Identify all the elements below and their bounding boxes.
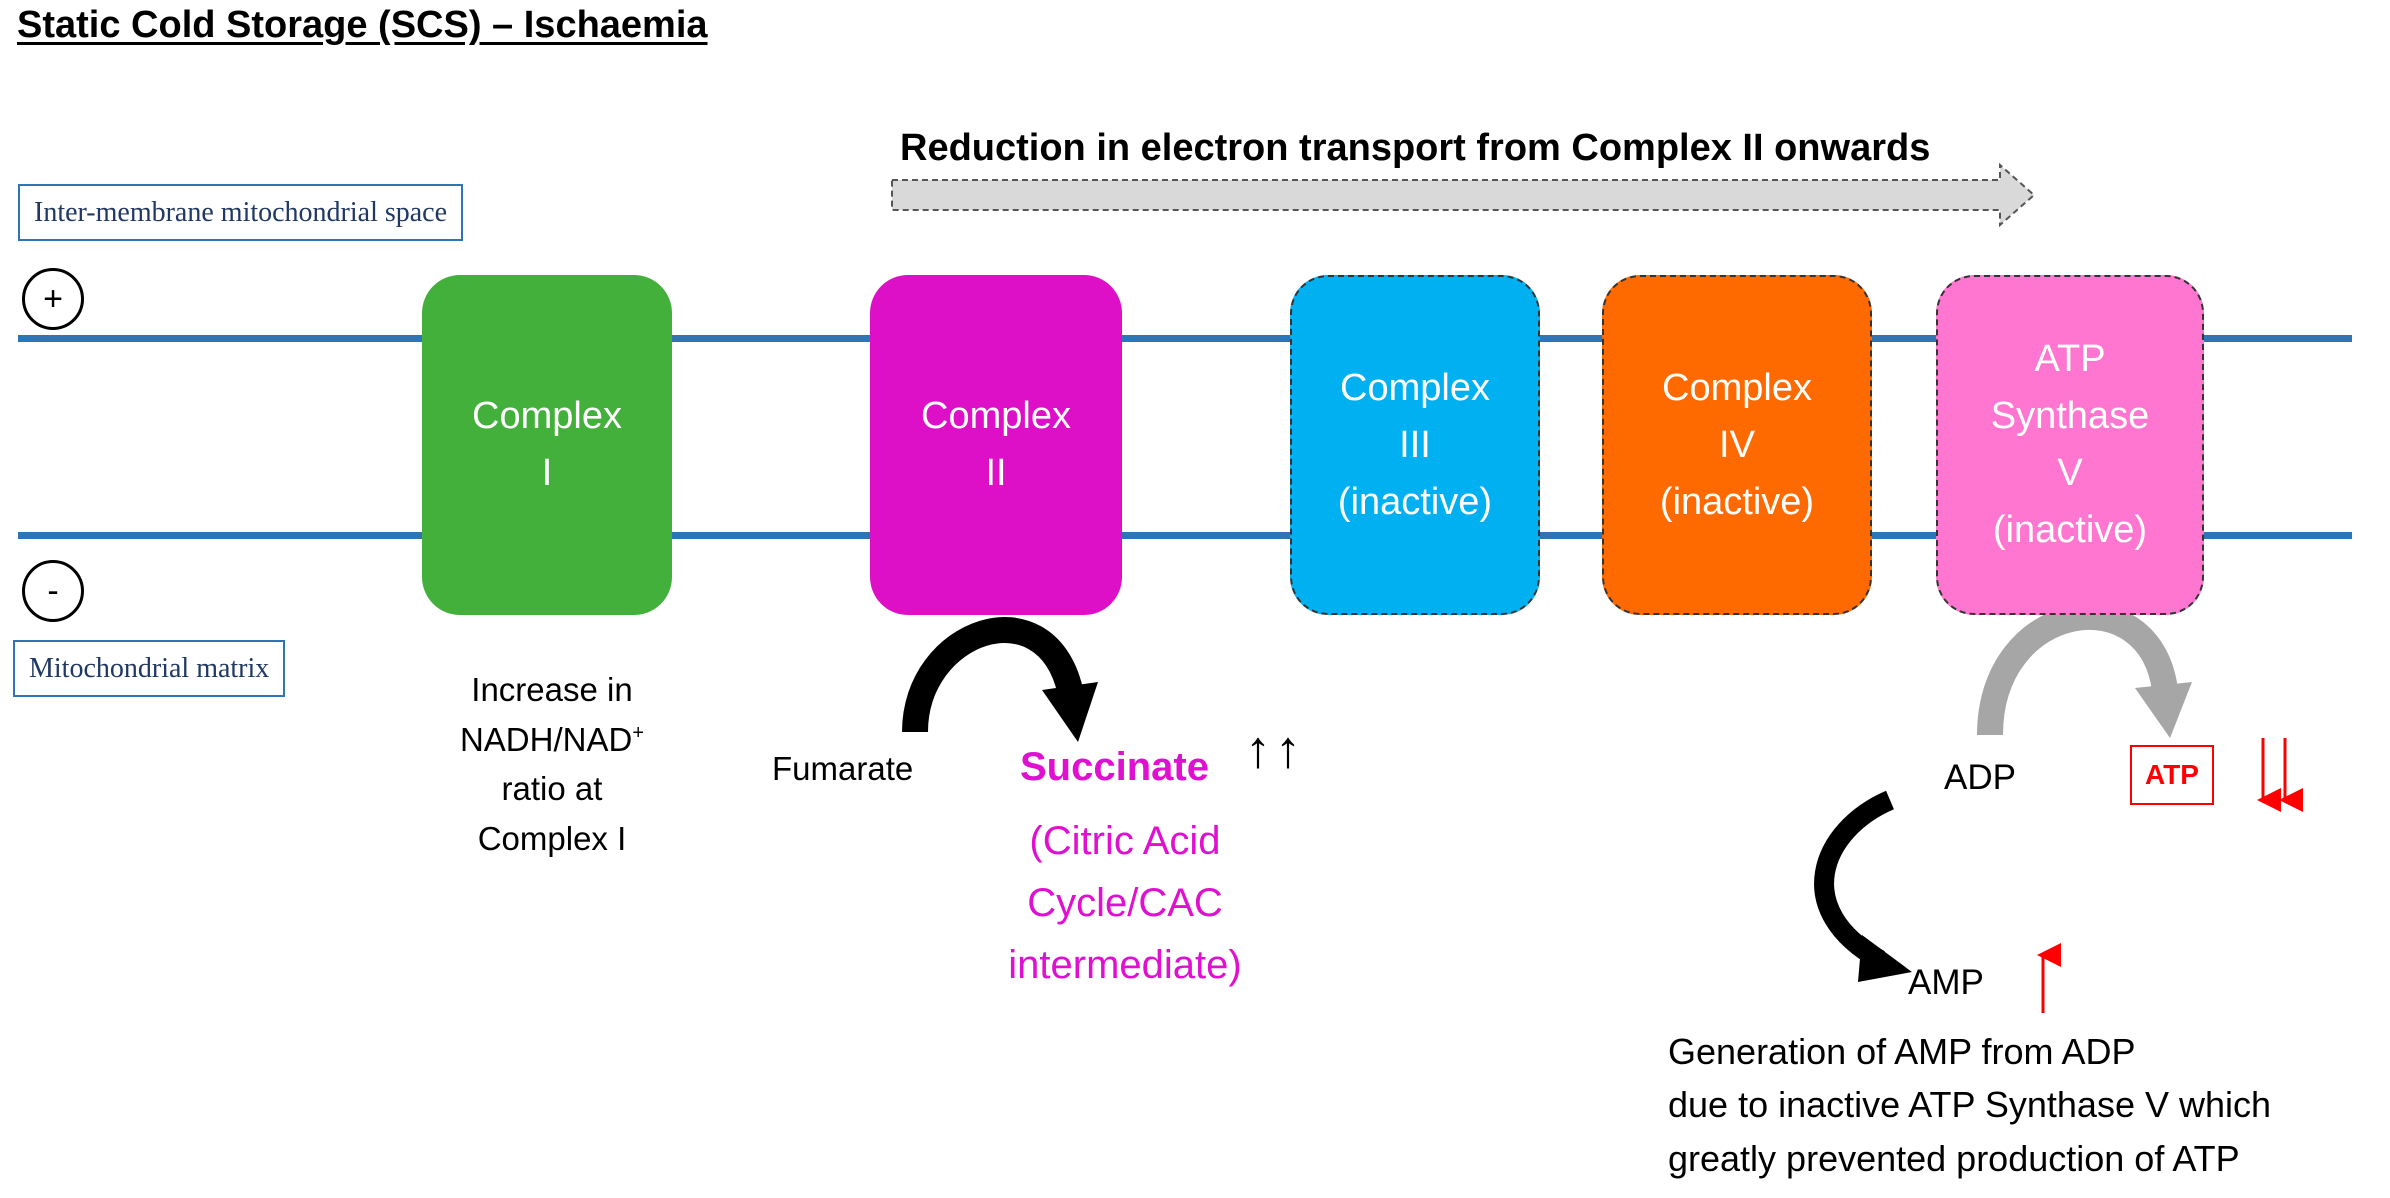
succinate-label: Succinate	[1020, 745, 1209, 789]
nadh-ratio-text: NADH/NAD	[459, 720, 633, 758]
negative-pole-icon: -	[22, 560, 84, 622]
positive-pole-icon: +	[22, 268, 84, 330]
intermembrane-space-label: Inter-membrane mitochondrial space	[18, 184, 464, 242]
generation-note-line3: greatly prevented production of ATP	[1668, 1137, 2240, 1179]
complex-iv-line2: IV	[1719, 423, 1755, 466]
black-arrowhead-icon	[1858, 935, 1912, 982]
fumarate-arrowhead-icon	[1042, 682, 1098, 742]
generation-note: Generation of AMP from ADP due to inacti…	[1668, 1025, 2271, 1185]
page-title: Static Cold Storage (SCS) – Ischaemia	[17, 4, 708, 46]
atp-box: ATP	[2130, 745, 2214, 805]
banner-text: Reduction in electron transport from Com…	[900, 127, 1931, 169]
adp-to-atp-arrow-icon	[1977, 603, 2178, 736]
banner-arrow-icon	[891, 162, 2036, 228]
minus-sign: -	[47, 571, 59, 610]
atp-synthase-line1: ATP	[2034, 338, 2106, 380]
adp-to-amp-arrow-icon	[1814, 790, 1895, 969]
complex-i-note-line3: ratio at	[501, 770, 603, 807]
complex-iv-line1: Complex	[1662, 366, 1812, 409]
complex-ii-line2: II	[985, 452, 1007, 494]
complex-iii-line1: Complex	[1340, 366, 1490, 409]
complex-iii: Complex III (inactive)	[1290, 275, 1540, 615]
complex-i-note-line2: NADH/NAD+	[412, 715, 692, 765]
atp-synthase-line4: (inactive)	[1992, 509, 2148, 551]
complex-i-note-line4: Complex I	[477, 819, 627, 857]
complex-i: Complex I	[422, 275, 672, 615]
complex-iii-line3: (inactive)	[1337, 480, 1493, 523]
generation-note-line2: due to inactive ATP Synthase V which	[1668, 1084, 2272, 1126]
succinate-note-line3: intermediate)	[1008, 943, 1242, 987]
outer-membrane-line	[18, 335, 2352, 342]
succinate-note: (Citric Acid Cycle/CAC intermediate)	[960, 810, 1290, 996]
succinate-note-line1: (Citric Acid	[1029, 819, 1221, 863]
complex-iii-line2: III	[1399, 423, 1431, 466]
complex-i-line2: I	[541, 452, 553, 494]
complex-i-note: Increase in NADH/NAD+ ratio at Complex I	[412, 665, 692, 863]
adp-label: ADP	[1944, 758, 2016, 797]
generation-note-line1: Generation of AMP from ADP	[1668, 1031, 2136, 1072]
complex-i-line1: Complex	[472, 395, 622, 437]
succinate-increase-arrows: ↑↑	[1245, 721, 1305, 779]
matrix-label: Mitochondrial matrix	[13, 640, 286, 698]
complex-ii-line1: Complex	[921, 395, 1071, 437]
fumarate-to-succinate-arrow-icon	[902, 617, 1083, 733]
complex-iv: Complex IV (inactive)	[1602, 275, 1872, 615]
grey-arrowhead-icon	[2135, 682, 2192, 738]
nad-superscript: +	[632, 721, 645, 744]
complex-iv-line3: (inactive)	[1659, 480, 1815, 523]
inner-membrane-line	[18, 532, 2352, 539]
complex-i-note-line1: Increase in	[471, 671, 633, 708]
complex-ii: Complex II	[870, 275, 1122, 615]
plus-sign: +	[43, 279, 63, 318]
amp-label: AMP	[1908, 963, 1984, 1002]
atp-synthase-line3: V	[2057, 452, 2083, 494]
fumarate-label: Fumarate	[772, 750, 914, 787]
atp-synthase-v: ATP Synthase V (inactive)	[1936, 275, 2204, 615]
succinate-note-line2: Cycle/CAC	[1027, 881, 1223, 925]
atp-synthase-line2: Synthase	[1990, 395, 2150, 437]
